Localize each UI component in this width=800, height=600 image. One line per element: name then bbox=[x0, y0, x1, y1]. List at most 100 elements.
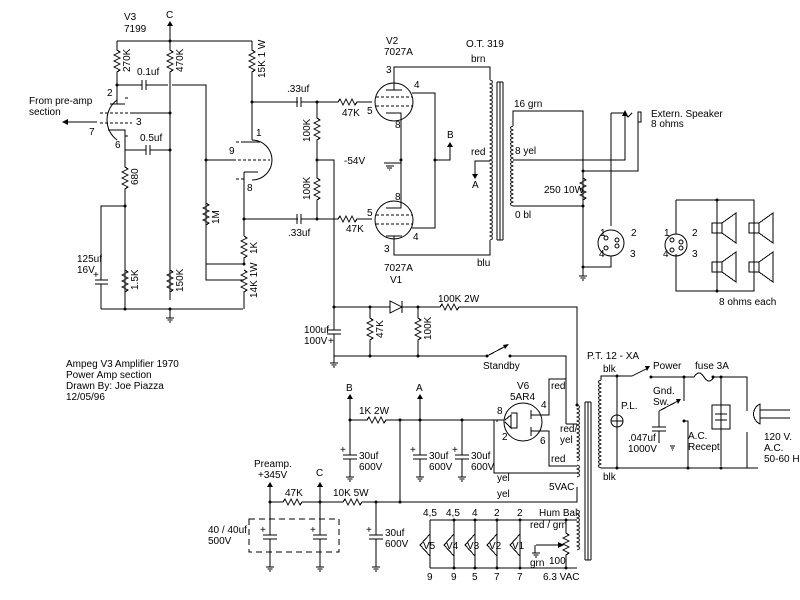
c30-1-label-b: 600V bbox=[359, 462, 383, 473]
svg-text:2: 2 bbox=[692, 228, 698, 239]
ground-switch[interactable] bbox=[658, 400, 679, 412]
title-line-2: Power Amp section bbox=[66, 370, 152, 381]
r-1k-label: 1K bbox=[249, 241, 260, 254]
node-b-supply-arrow-icon bbox=[347, 394, 353, 399]
r-100k-bias-label: 100K bbox=[423, 316, 434, 340]
output-transformer: O.T. 319 brn A red blu 16 grn 8 yel 0 bl… bbox=[466, 39, 723, 281]
c30-2-label-a: 30uf bbox=[429, 451, 449, 462]
resistor-47k-10k bbox=[270, 497, 400, 507]
r-14k-label: 14K 1W bbox=[249, 262, 260, 298]
resistor-1k-2w bbox=[350, 415, 504, 425]
svg-text:+: + bbox=[366, 525, 372, 536]
cabinet-label: 8 ohms each bbox=[719, 297, 776, 308]
c-100v-label: 100V bbox=[304, 336, 328, 347]
r-1m-label: 1M bbox=[211, 210, 222, 224]
ac-recept-label-1: A.C. bbox=[688, 431, 707, 442]
mains-label-2: A.C. bbox=[764, 443, 783, 454]
heater-top-pin: 4 bbox=[472, 508, 478, 519]
bias-voltage-label: -54V bbox=[344, 156, 365, 167]
node-a-arrow-icon bbox=[472, 174, 478, 179]
fuse-label: fuse 3A bbox=[695, 361, 729, 372]
c30-3-label-b: 600V bbox=[471, 462, 495, 473]
ot-tap-8: 8 yel bbox=[515, 146, 536, 157]
v1-pin-4: 4 bbox=[413, 232, 419, 243]
speaker-jack-icon[interactable] bbox=[637, 111, 642, 123]
svg-text:+: + bbox=[340, 445, 346, 456]
ext-speaker-label-1: Extern. Speaker bbox=[651, 109, 723, 120]
r-1k-2w-label: 1K 2W bbox=[359, 406, 390, 417]
c-40-label-1: 40 / 40uf bbox=[208, 525, 247, 536]
heater-bottom-pin: 7 bbox=[517, 572, 523, 583]
capacitor-047uf bbox=[652, 411, 666, 443]
resistor-250 bbox=[578, 171, 588, 206]
resistor-47k-top bbox=[317, 97, 372, 107]
c-125uf-label-2: 16V bbox=[77, 265, 95, 276]
v3-type: 7199 bbox=[124, 24, 147, 35]
c30-2-label-b: 600V bbox=[429, 462, 453, 473]
rect-pin-4: 4 bbox=[541, 400, 547, 411]
hum-balance-pot[interactable] bbox=[561, 520, 571, 568]
mains-label-1: 120 V. bbox=[764, 432, 792, 443]
ot-blu: blu bbox=[477, 258, 490, 269]
svg-text:+: + bbox=[410, 445, 416, 456]
r-100k-top-label: 100K bbox=[302, 118, 313, 142]
pt-5v-coil bbox=[575, 464, 580, 478]
c-100uf-label: 100uf bbox=[304, 325, 329, 336]
preamp-arrow-icon bbox=[267, 482, 273, 487]
svg-text:+: + bbox=[452, 445, 458, 456]
output-stage-section: .33uf 47K .33uf 47K 100K 100K -54V V2 70… bbox=[244, 36, 491, 307]
node-a-supply-arrow-icon bbox=[417, 394, 423, 399]
grn-label: grn bbox=[530, 558, 544, 569]
dual-capacitor-can bbox=[248, 518, 340, 553]
heater-bottom-pin: 5 bbox=[472, 572, 478, 583]
ot-red: red bbox=[471, 147, 485, 158]
resistor-270k bbox=[112, 41, 122, 85]
resistor-15k bbox=[247, 41, 257, 140]
capacitor-30uf-2: + bbox=[410, 420, 427, 482]
resistor-470k bbox=[165, 41, 175, 300]
standby-label[interactable]: Standby bbox=[483, 361, 520, 372]
gnd-sw-label-1: Gnd. bbox=[653, 386, 675, 397]
pt-core bbox=[584, 401, 592, 561]
node-c-supply-arrow-icon bbox=[317, 482, 323, 487]
speaker-icon bbox=[748, 251, 774, 283]
r-100k-2w-label: 100K 2W bbox=[438, 294, 480, 305]
v3-envelope bbox=[106, 99, 118, 141]
heater-top-pin: 2 bbox=[517, 508, 523, 519]
input-arrow-icon[interactable] bbox=[62, 119, 68, 125]
cathode-ground-icon bbox=[384, 162, 401, 171]
c30-4-label-a: 30uf bbox=[385, 528, 405, 539]
pin-6: 6 bbox=[115, 140, 121, 151]
r-47k-bot-label: 47K bbox=[346, 224, 364, 235]
r-270k-label: 270K bbox=[122, 48, 133, 72]
pt-primary-coil bbox=[598, 379, 603, 469]
diode-icon bbox=[389, 300, 404, 314]
v1-pin-8: 8 bbox=[395, 192, 401, 203]
power-label[interactable]: Power bbox=[653, 361, 682, 372]
heater-tube-label: V4 bbox=[446, 541, 459, 552]
ot-secondary-coil bbox=[510, 125, 515, 207]
cabinet-connector-icon bbox=[664, 233, 688, 257]
c-047-label-2: 1000V bbox=[628, 444, 657, 455]
r-250-label: 250 10W bbox=[544, 185, 585, 196]
node-b-arrow-icon bbox=[447, 142, 453, 147]
heater-string: 4,5 4,5 4 2 2 9 9 5 7 7 V5 V4 V3 V2 V1 H… bbox=[419, 508, 580, 583]
v2-pin-8: 8 bbox=[395, 120, 401, 131]
pin-1: 1 bbox=[256, 128, 262, 139]
r-470k-label: 470K bbox=[175, 48, 186, 72]
title-block: Ampeg V3 Amplifier 1970 Power Amp sectio… bbox=[66, 359, 179, 403]
r-15k-label: 15K 1 W bbox=[257, 39, 268, 78]
r-680-label: 680 bbox=[130, 168, 141, 185]
v1-label: V1 bbox=[390, 275, 403, 286]
power-transformer: P.T. 12 - XA blk blk P.L. Power fuse 3A … bbox=[575, 351, 800, 561]
resistor-1m bbox=[201, 202, 211, 226]
power-switch[interactable] bbox=[631, 367, 649, 377]
v2-pin-5: 5 bbox=[367, 106, 373, 117]
node-c-arrow-icon bbox=[167, 21, 173, 26]
v1-pin-5: 5 bbox=[367, 208, 373, 219]
svg-text:2: 2 bbox=[631, 228, 637, 239]
pt-name: P.T. 12 - XA bbox=[587, 351, 639, 362]
standby-switch[interactable] bbox=[486, 345, 507, 357]
rect-red-yel-2: yel bbox=[560, 435, 573, 446]
ot-core bbox=[496, 81, 504, 241]
